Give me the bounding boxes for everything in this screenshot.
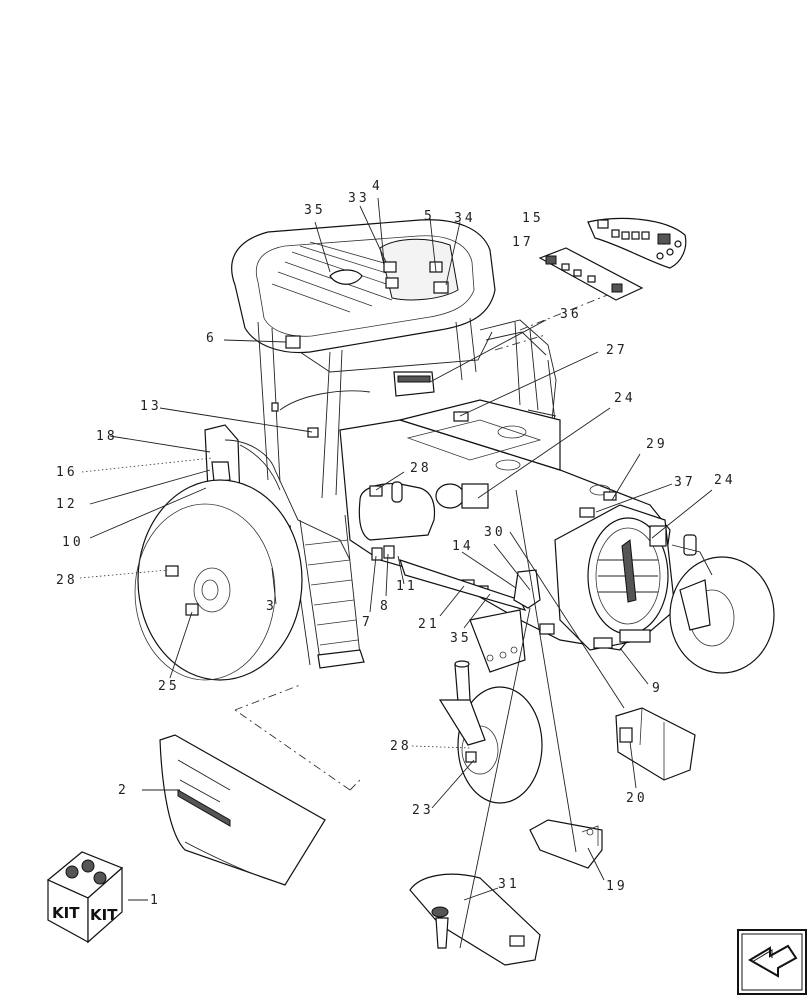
callouts: 35 33 4 5 34 15 17 6 36 27 13 24 18 29 1… xyxy=(56,179,736,908)
callout-28b: 28 xyxy=(390,739,412,754)
part-15-decal xyxy=(587,217,687,269)
part-17-decal xyxy=(538,247,644,301)
callout-24a: 24 xyxy=(614,391,636,406)
part-2-side-decal xyxy=(159,734,326,886)
chassis xyxy=(339,399,676,651)
callout-28a: 28 xyxy=(56,573,78,588)
callout-8: 8 xyxy=(380,599,391,614)
callout-9: 9 xyxy=(652,681,663,696)
callout-18: 18 xyxy=(96,429,118,444)
part-19-bracket xyxy=(529,819,603,869)
right-drive-wheel xyxy=(669,534,775,674)
callout-15: 15 xyxy=(522,211,544,226)
callout-5: 5 xyxy=(424,209,435,224)
callout-29: 29 xyxy=(646,437,668,452)
callout-1: 1 xyxy=(150,893,161,908)
callout-25: 25 xyxy=(158,679,180,694)
callout-11: 11 xyxy=(396,579,418,594)
leader-lines xyxy=(79,197,713,949)
callout-3: 3 xyxy=(266,599,277,614)
part-31-hitch xyxy=(409,873,541,966)
windrower-drawing xyxy=(134,219,775,804)
callout-30: 30 xyxy=(484,525,506,540)
callout-19: 19 xyxy=(606,879,628,894)
callout-13: 13 xyxy=(140,399,162,414)
callout-23: 23 xyxy=(412,803,434,818)
callout-20: 20 xyxy=(626,791,648,806)
callout-10: 10 xyxy=(62,535,84,550)
part-20-block xyxy=(615,707,696,781)
callout-36: 35 xyxy=(450,631,472,646)
callout-4: 4 xyxy=(372,179,383,194)
next-page-arrow-icon[interactable] xyxy=(737,929,807,995)
callout-35: 35 xyxy=(304,203,326,218)
callout-2: 2 xyxy=(118,783,129,798)
kit-label-right: KIT xyxy=(90,906,118,924)
callout-12: 12 xyxy=(56,497,78,512)
callout-26: 28 xyxy=(410,461,432,476)
cab-roof xyxy=(231,219,496,354)
callout-21: 21 xyxy=(418,617,440,632)
callout-17: 17 xyxy=(512,235,534,250)
left-drive-wheel xyxy=(134,479,303,681)
callout-34: 36 xyxy=(560,307,582,322)
callout-27: 27 xyxy=(606,343,628,358)
callout-33: 33 xyxy=(348,191,370,206)
kit-label-left: KIT xyxy=(52,904,80,922)
callout-16: 16 xyxy=(56,465,78,480)
callout-37: 37 xyxy=(674,475,696,490)
callout-31: 31 xyxy=(498,877,520,892)
callout-32: 34 xyxy=(454,211,476,226)
railing xyxy=(479,319,557,431)
cab-body xyxy=(257,317,493,499)
caster-wheel xyxy=(438,609,543,804)
callout-7: 7 xyxy=(362,615,373,630)
callout-6: 6 xyxy=(206,331,217,346)
callout-24b: 24 xyxy=(714,473,736,488)
kit-icon: KIT KIT xyxy=(46,851,124,944)
callout-14: 14 xyxy=(452,539,474,554)
